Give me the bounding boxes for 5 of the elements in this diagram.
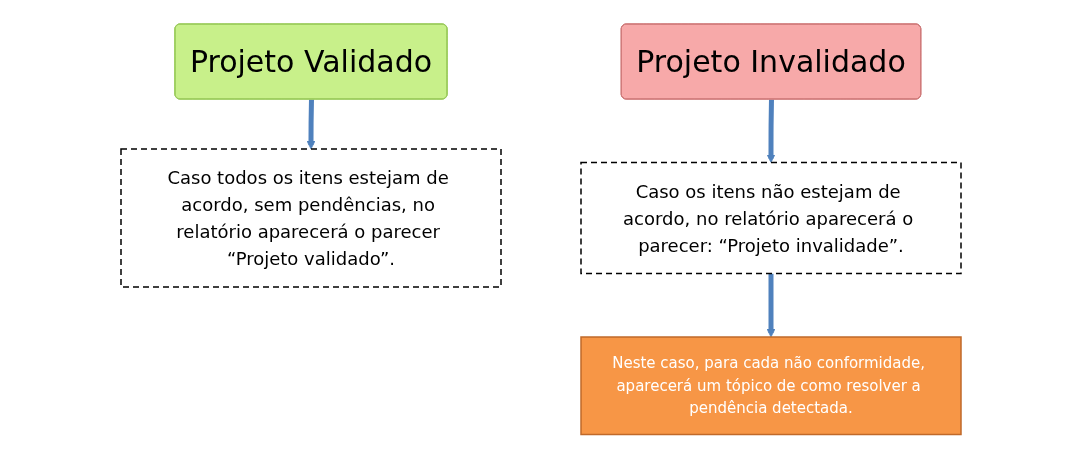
node-box: Caso todos os itens estejam de acordo, sem pendências, no relatório aparecerá o parecer “Projeto validado”. <box>119 148 502 288</box>
arrow <box>306 99 315 150</box>
node-box: Neste caso, para cada não conformidade, aparecerá um tópico de como resolver a pendência detectada. <box>579 336 962 436</box>
node-box: Caso os itens não estejam de acordo, no relatório aparecerá o parecer: “Projeto invalidade”. <box>579 162 962 275</box>
arrow <box>766 273 775 338</box>
